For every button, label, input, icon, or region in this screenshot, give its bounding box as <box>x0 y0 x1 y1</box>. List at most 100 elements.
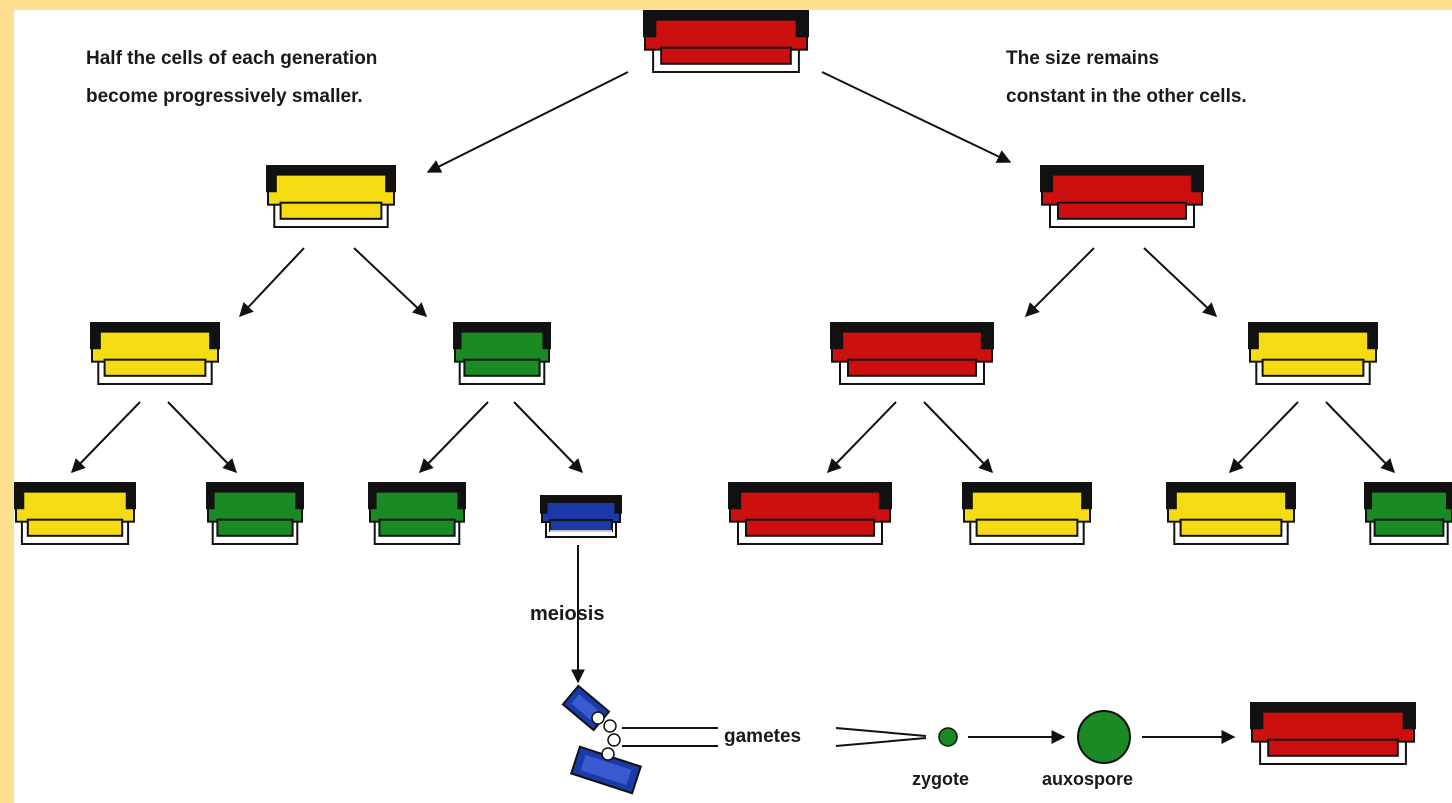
gamete-converge-top <box>835 727 927 737</box>
epitheca-lid <box>1248 322 1378 350</box>
cell-body <box>207 489 303 523</box>
arrow-gen1-right-to-d <box>1143 247 1218 317</box>
cell-body <box>831 329 993 363</box>
frame-top-border <box>0 0 1452 10</box>
diatom-cell <box>1040 165 1204 228</box>
cell-lower-body <box>103 358 207 377</box>
cell-lower-body <box>975 518 1079 537</box>
diatom-cell <box>14 482 136 545</box>
cell-body <box>454 329 550 363</box>
cell-lower-body <box>26 518 124 537</box>
cell-body <box>1041 172 1203 206</box>
gamete-4 <box>601 747 615 761</box>
epitheca-lid <box>90 322 220 350</box>
arrow-gen2-c-to-3f <box>923 401 993 474</box>
arrow-root-to-left <box>426 71 629 173</box>
arrow-gen2-c-to-3e <box>827 401 897 474</box>
annotation-right-line1: The size remains <box>1006 48 1159 69</box>
epitheca-lid <box>1040 165 1204 193</box>
arrow-gen2-b-to-3c <box>419 401 489 474</box>
cell-body <box>963 489 1091 523</box>
epitheca-lid <box>1364 482 1452 510</box>
diatom-cell <box>1250 702 1416 765</box>
diatom-cell <box>453 322 551 385</box>
epitheca-lid <box>962 482 1092 510</box>
cell-lower-body <box>378 518 456 537</box>
arrows-group <box>71 71 1395 747</box>
arrow-root-to-right <box>821 71 1012 163</box>
cell-body <box>644 17 808 51</box>
cell-lower-body <box>216 518 294 537</box>
epitheca-lid <box>14 482 136 510</box>
diatom-cell <box>728 482 892 545</box>
cell-lower-body <box>549 519 613 532</box>
annotation-right-line2: constant in the other cells. <box>1006 86 1247 107</box>
gamete-cell-upper <box>561 684 611 732</box>
cell-lower-body <box>463 358 541 377</box>
cell-lower-body <box>660 46 792 65</box>
arrow-gen2-d-to-3h <box>1325 401 1395 474</box>
epitheca-lid <box>1166 482 1296 510</box>
cell-body <box>267 172 395 206</box>
auxospore-circle <box>1077 710 1131 764</box>
epitheca-lid <box>206 482 304 510</box>
labels-group: Half the cells of each generation become… <box>86 48 1247 789</box>
cell-body <box>1365 489 1452 523</box>
arrow-gen2-a-to-3b <box>167 401 237 474</box>
gamete-3 <box>607 733 621 747</box>
arrow-gen2-d-to-3g <box>1229 401 1299 474</box>
cell-body <box>91 329 219 363</box>
auxospore-label: auxospore <box>1042 769 1133 789</box>
arrow-gen1-left-to-b <box>353 247 428 317</box>
diatom-cell <box>1364 482 1452 545</box>
diatom-cell <box>90 322 220 385</box>
cell-body <box>15 489 135 523</box>
cells-group <box>14 10 1452 765</box>
cell-lower-body <box>1373 518 1445 537</box>
zygote-circle <box>938 727 958 747</box>
gamete-2 <box>603 719 617 733</box>
epitheca-lid <box>1250 702 1416 730</box>
gamete-converge-bottom <box>835 737 927 747</box>
cell-lower-body <box>1179 518 1283 537</box>
epitheca-lid <box>540 495 622 514</box>
arrow-gen1-right-to-c <box>1025 247 1095 317</box>
diatom-cell <box>643 10 809 73</box>
annotation-left-line2: become progressively smaller. <box>86 86 363 107</box>
diatom-cell <box>962 482 1092 545</box>
epitheca-lid <box>453 322 551 350</box>
cell-body <box>1249 329 1377 363</box>
diatom-cell <box>540 495 622 538</box>
cell-lower-body <box>1057 201 1187 220</box>
arrow-gen1-left-to-a <box>239 247 305 318</box>
cell-lower-body <box>1261 358 1365 377</box>
cell-body <box>1251 709 1415 743</box>
gamete-1 <box>591 711 605 725</box>
epitheca-lid <box>643 10 809 38</box>
cell-body <box>1167 489 1295 523</box>
diatom-cell <box>368 482 466 545</box>
diatom-cell <box>1248 322 1378 385</box>
cell-lower-body <box>279 201 383 220</box>
cell-body <box>369 489 465 523</box>
epitheca-lid <box>728 482 892 510</box>
diatom-cell <box>830 322 994 385</box>
zygote-label: zygote <box>912 769 969 789</box>
arrow-gen2-b-to-3d <box>513 401 583 474</box>
diatom-cell <box>206 482 304 545</box>
cell-body <box>541 500 621 523</box>
reproduction-group <box>561 684 1131 795</box>
epitheca-lid <box>368 482 466 510</box>
cell-lower-body <box>847 358 977 377</box>
cell-lower-body <box>745 518 875 537</box>
epitheca-lid <box>830 322 994 350</box>
diatom-cell <box>266 165 396 228</box>
diatom-cell <box>1166 482 1296 545</box>
meiosis-label: meiosis <box>530 603 604 625</box>
frame-left-border <box>0 0 14 803</box>
epitheca-lid <box>266 165 396 193</box>
annotation-left-line1: Half the cells of each generation <box>86 48 377 69</box>
cell-body <box>729 489 891 523</box>
